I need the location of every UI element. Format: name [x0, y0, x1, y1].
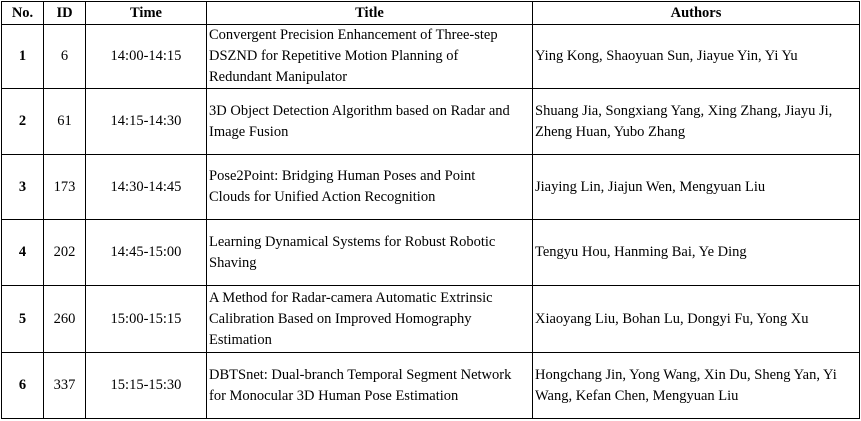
authors-line: Jiaying Lin, Jiajun Wen, Mengyuan Liu — [535, 178, 766, 195]
cell-id: 173 — [43, 154, 86, 220]
cell-no: 1 — [1, 24, 44, 89]
cell-time: 14:15-14:30 — [85, 88, 207, 155]
cell-time: 15:00-15:15 — [85, 285, 207, 353]
cell-authors: Hongchang Jin, Yong Wang, Xin Du, Sheng … — [532, 352, 860, 419]
cell-id: 337 — [43, 352, 86, 419]
authors-line: Tengyu Hou, Hanming Bai, Ye Ding — [535, 244, 747, 260]
cell-authors: Tengyu Hou, Hanming Bai, Ye Ding — [532, 219, 860, 286]
cell-authors: Jiaying Lin, Jiajun Wen, Mengyuan Liu — [532, 154, 860, 220]
cell-title: Learning Dynamical Systems for Robust Ro… — [206, 219, 533, 286]
authors-line: Zheng Huan, Yubo Zhang — [535, 123, 686, 140]
cell-title: Convergent Precision Enhancement of Thre… — [206, 24, 533, 89]
title-line: DSZND for Repetitive Motion Planning of — [209, 48, 459, 64]
title-line: Calibration Based on Improved Homography — [209, 310, 472, 327]
cell-no: 5 — [1, 285, 44, 353]
title-line: 3D Object Detection Algorithm based on R… — [209, 102, 510, 119]
cell-no: 3 — [1, 154, 44, 220]
cell-no: 4 — [1, 219, 44, 286]
authors-line: Wang, Kefan Chen, Mengyuan Liu — [535, 387, 739, 404]
cell-authors: Shuang Jia, Songxiang Yang, Xing Zhang, … — [532, 88, 860, 155]
cell-time: 14:30-14:45 — [85, 154, 207, 220]
header-id: ID — [43, 1, 86, 25]
cell-title: Pose2Point: Bridging Human Poses and Poi… — [206, 154, 533, 220]
cell-no: 2 — [1, 88, 44, 155]
header-authors: Authors — [532, 1, 860, 25]
title-line: DBTSnet: Dual-branch Temporal Segment Ne… — [209, 366, 512, 383]
cell-title: 3D Object Detection Algorithm based on R… — [206, 88, 533, 155]
cell-authors: Xiaoyang Liu, Bohan Lu, Dongyi Fu, Yong … — [532, 285, 860, 353]
title-line: for Monocular 3D Human Pose Estimation — [209, 387, 459, 404]
title-line: Shaving — [209, 254, 257, 271]
authors-line: Ying Kong, Shaoyuan Sun, Jiayue Yin, Yi … — [535, 48, 798, 64]
cell-title: A Method for Radar-camera Automatic Extr… — [206, 285, 533, 353]
cell-authors: Ying Kong, Shaoyuan Sun, Jiayue Yin, Yi … — [532, 24, 860, 89]
title-line: Clouds for Unified Action Recognition — [209, 189, 436, 205]
cell-time: 14:45-15:00 — [85, 219, 207, 286]
cell-id: 202 — [43, 219, 86, 286]
title-line: Pose2Point: Bridging Human Poses and Poi… — [209, 168, 476, 184]
title-line: A Method for Radar-camera Automatic Extr… — [209, 289, 493, 306]
cell-id: 6 — [43, 24, 86, 89]
cell-id: 260 — [43, 285, 86, 353]
authors-line: Xiaoyang Liu, Bohan Lu, Dongyi Fu, Yong … — [535, 310, 809, 327]
cell-title: DBTSnet: Dual-branch Temporal Segment Ne… — [206, 352, 533, 419]
header-time: Time — [85, 1, 207, 25]
header-row: No. ID Time Title Authors — [1, 1, 860, 25]
title-line: Estimation — [209, 331, 272, 348]
authors-line: Hongchang Jin, Yong Wang, Xin Du, Sheng … — [535, 366, 837, 383]
title-line: Learning Dynamical Systems for Robust Ro… — [209, 233, 496, 250]
cell-id: 61 — [43, 88, 86, 155]
authors-line: Shuang Jia, Songxiang Yang, Xing Zhang, … — [535, 102, 833, 119]
header-no: No. — [1, 1, 44, 25]
title-line: Redundant Manipulator — [209, 69, 348, 85]
title-line: Convergent Precision Enhancement of Thre… — [209, 27, 498, 43]
cell-time: 15:15-15:30 — [85, 352, 207, 419]
header-title: Title — [206, 1, 533, 25]
cell-time: 14:00-14:15 — [85, 24, 207, 89]
title-line: Image Fusion — [209, 123, 289, 140]
cell-no: 6 — [1, 352, 44, 419]
